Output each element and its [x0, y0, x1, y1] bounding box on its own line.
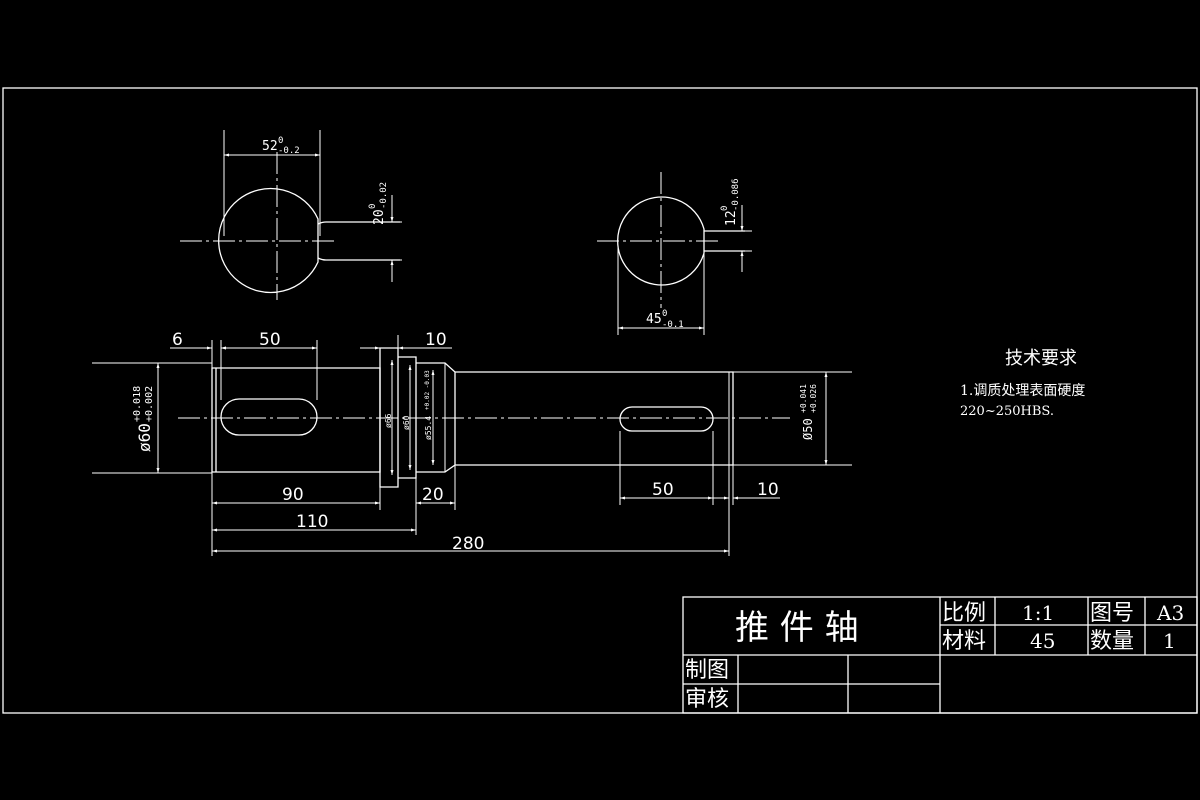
shaft-collar [379, 347, 399, 488]
section-b-width-lower: -0.1 [662, 320, 684, 330]
dim-110: 110 [296, 512, 328, 532]
dia-66-label: ø66 [384, 413, 393, 428]
section-a-keyway [317, 221, 400, 261]
dia-60-upper: +0.018 [132, 386, 143, 422]
section-b-width-upper: 0 [662, 309, 667, 319]
dim-10-top: 10 [425, 330, 447, 350]
material-label: 材料 [942, 629, 986, 654]
dia-60-lower: +0.002 [144, 386, 155, 422]
dim-50-bottom: 50 [652, 480, 674, 500]
section-b-key-nominal: 12 [724, 210, 739, 226]
shaft-seg-55 [416, 362, 456, 473]
section-a-key-upper: 0 [368, 204, 378, 209]
section-b-width-nominal: 45 [646, 312, 662, 327]
scale-label: 比例 [942, 601, 986, 626]
dia-50-lower: +0.026 [809, 384, 818, 413]
section-a-width-nominal: 52 [262, 139, 278, 154]
quantity-label: 数量 [1090, 629, 1134, 654]
quantity-value: 1 [1163, 629, 1176, 653]
dim-10-bottom: 10 [757, 480, 779, 500]
dia-50-label: Ø50 [801, 418, 815, 440]
section-a-key-lower: -0.02 [379, 182, 389, 209]
shaft-seg-50 [455, 371, 734, 466]
section-a-width-upper: 0 [278, 136, 283, 146]
section-a-width-lower: -0.2 [278, 146, 300, 156]
tech-req-line2: 220~250HBS. [960, 404, 1054, 419]
dim-90: 90 [282, 485, 304, 505]
part-name: 推 件 轴 [735, 608, 859, 648]
drawing-no-label: 图号 [1090, 601, 1134, 626]
shaft-view [92, 347, 852, 488]
section-a: 52 0 -0.2 20 0 -0.02 [180, 130, 402, 300]
section-a-key-nominal: 20 [372, 209, 387, 225]
section-b-body [617, 196, 705, 286]
scale-value: 1:1 [1022, 601, 1054, 625]
keyway-right [619, 406, 714, 432]
shaft-seg-60 [211, 367, 381, 473]
tech-req-line1: 1.调质处理表面硬度 [960, 383, 1085, 399]
section-a-body [218, 187, 319, 294]
dim-20: 20 [422, 485, 444, 505]
dim-6: 6 [172, 330, 183, 350]
checked-label: 审核 [685, 687, 729, 712]
section-b: 45 0 -0.1 12 0 -0.086 [597, 172, 752, 335]
material-value: 45 [1030, 629, 1055, 653]
drawing-border [2, 87, 1198, 714]
section-b-key-lower: -0.086 [731, 178, 741, 211]
dim-50-top: 50 [259, 330, 281, 350]
dia-50-upper: +0.041 [799, 384, 808, 413]
shaft-seg-60b [398, 356, 417, 479]
dim-280: 280 [452, 534, 484, 554]
section-b-key-upper: 0 [720, 206, 730, 211]
dia-55-tol: +0.02 -0.03 [424, 370, 431, 410]
title-block [682, 596, 1198, 714]
dia-60b-label: ø60 [402, 415, 411, 430]
dia-55-label: ø55.4 [424, 416, 433, 440]
drawing-no-value: A3 [1156, 601, 1184, 625]
dia-60-nominal: ø60 [135, 423, 154, 452]
drawn-label: 制图 [685, 658, 729, 683]
keyway-left [220, 398, 318, 436]
tech-req-title: 技术要求 [1005, 348, 1077, 369]
